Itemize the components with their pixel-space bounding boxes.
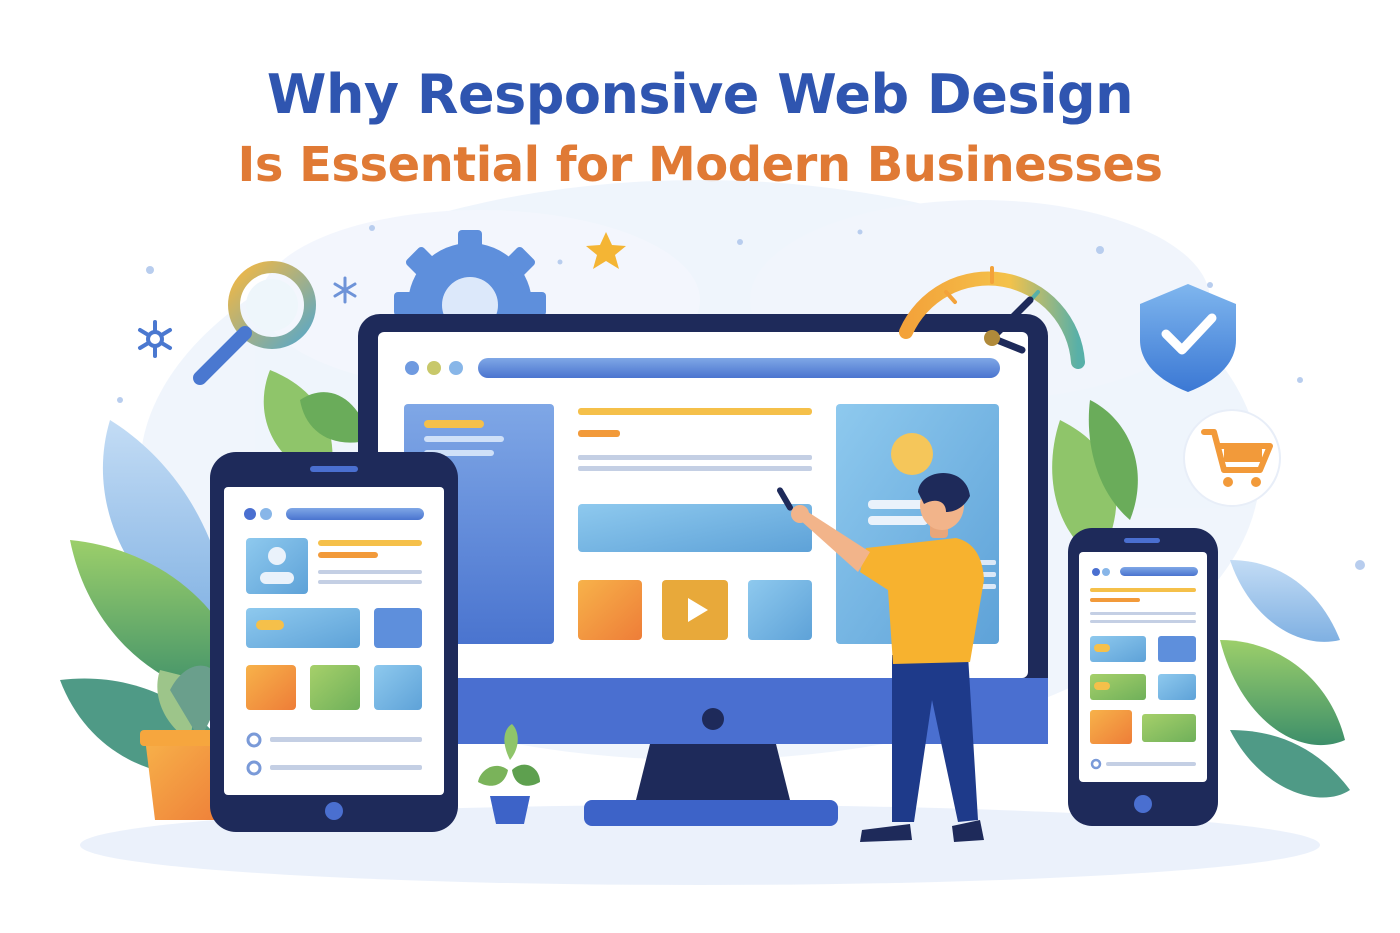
clock-icon (899, 266, 1085, 369)
potted-plant-small (478, 724, 540, 824)
desktop-monitor (358, 314, 1048, 826)
title-block: Why Responsive Web Design Is Essential f… (0, 58, 1400, 198)
snowflake-icon (138, 320, 172, 358)
phone-device (1068, 528, 1218, 826)
tablet-device (210, 452, 458, 832)
play-icon (688, 598, 708, 622)
shield-check-icon (1140, 284, 1236, 392)
person-figure (777, 473, 984, 842)
shopping-cart-icon (1183, 409, 1281, 507)
sparkle-dots (117, 225, 1365, 570)
magnifier-icon (193, 261, 316, 385)
snowflake-icon (333, 276, 357, 304)
right-plants (1052, 400, 1350, 798)
title-line-1: Why Responsive Web Design (266, 63, 1134, 126)
star-icon (586, 232, 626, 269)
